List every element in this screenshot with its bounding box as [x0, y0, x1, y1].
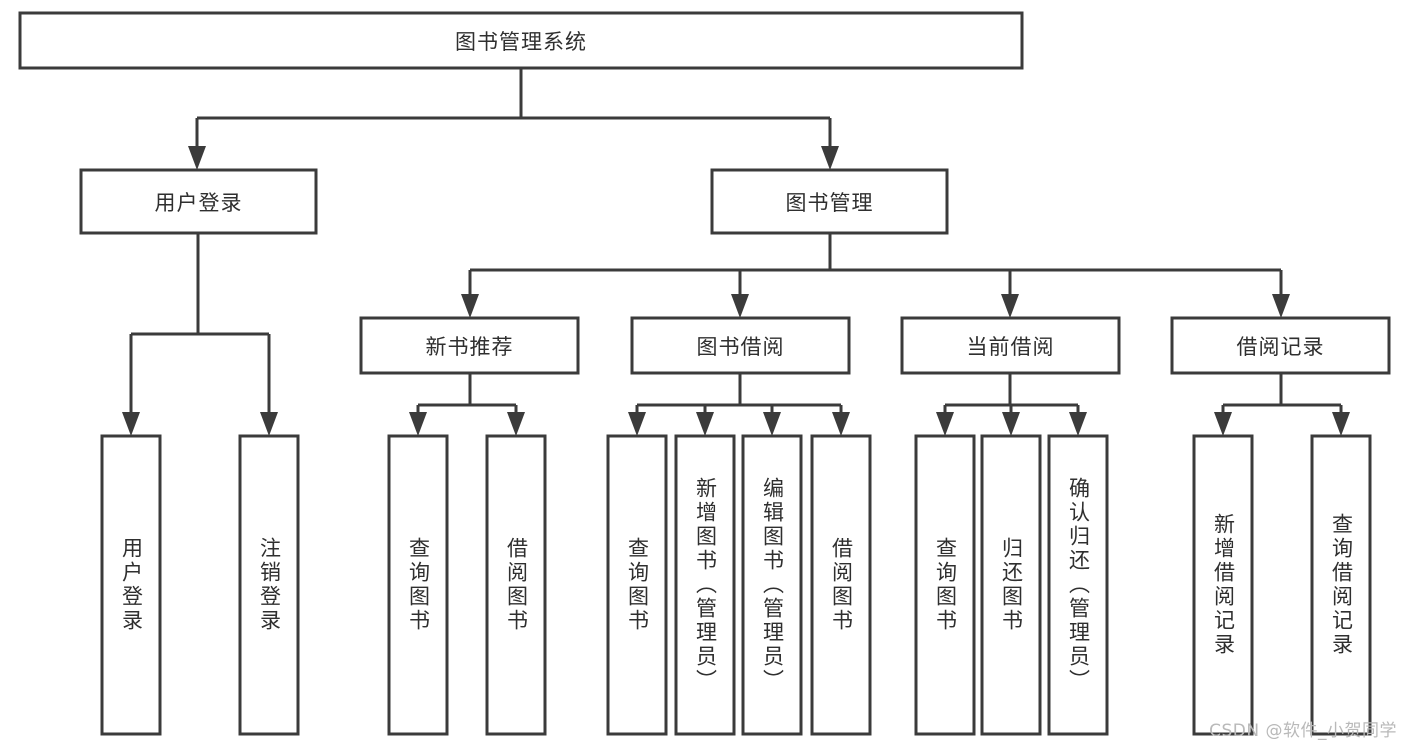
node-box-leaf-user-login[interactable]	[100, 434, 162, 736]
node-box-leaf-borrow-book-a[interactable]	[485, 434, 547, 736]
arrow-head-new-book	[461, 294, 479, 318]
node-box-leaf-add-record[interactable]	[1192, 434, 1254, 736]
arrow-head-borrow-record	[1272, 294, 1290, 318]
arrow-head-leaf-borrow-book-b	[832, 412, 850, 436]
node-box-book-borrow[interactable]	[630, 316, 851, 375]
connector-current-borrow-to-leaves	[936, 373, 1087, 436]
connector-root-to-level2	[188, 68, 839, 170]
arrow-head-leaf-return-book	[1002, 412, 1020, 436]
connector-book-manage-to-level3	[461, 233, 1290, 318]
arrow-head-leaf-borrow-book-a	[507, 412, 525, 436]
arrow-head-book-manage	[821, 146, 839, 170]
node-box-leaf-add-book[interactable]	[674, 434, 736, 736]
arrow-head-current-borrow	[1001, 294, 1019, 318]
connector-borrow-record-to-leaves	[1214, 373, 1350, 436]
arrow-head-leaf-query-book-c	[936, 412, 954, 436]
node-box-leaf-edit-book[interactable]	[741, 434, 803, 736]
arrow-head-leaf-query-record	[1332, 412, 1350, 436]
connector-book-borrow-to-leaves	[628, 373, 850, 436]
node-box-user-login[interactable]	[79, 168, 318, 235]
arrow-head-leaf-logout	[260, 412, 278, 436]
node-box-leaf-query-book-c[interactable]	[914, 434, 976, 736]
arrow-head-user-login	[188, 146, 206, 170]
arrow-head-leaf-confirm-return	[1069, 412, 1087, 436]
node-box-leaf-logout[interactable]	[238, 434, 300, 736]
arrow-head-leaf-query-book-b	[628, 412, 646, 436]
node-box-book-manage[interactable]	[710, 168, 949, 235]
node-box-leaf-query-book-b[interactable]	[606, 434, 668, 736]
connector-new-book-to-leaves	[409, 373, 525, 436]
node-box-leaf-confirm-return[interactable]	[1047, 434, 1109, 736]
arrow-head-leaf-add-record	[1214, 412, 1232, 436]
node-box-current-borrow[interactable]	[900, 316, 1121, 375]
node-box-leaf-query-book-a[interactable]	[387, 434, 449, 736]
arrow-head-leaf-query-book-a	[409, 412, 427, 436]
arrow-head-book-borrow	[731, 294, 749, 318]
arrow-head-leaf-add-book	[696, 412, 714, 436]
arrow-head-leaf-user-login	[122, 412, 140, 436]
node-box-leaf-borrow-book-b[interactable]	[810, 434, 872, 736]
node-box-root[interactable]	[18, 11, 1024, 70]
node-box-leaf-return-book[interactable]	[980, 434, 1042, 736]
node-box-leaf-query-record[interactable]	[1310, 434, 1372, 736]
connector-user-login-to-leaves	[122, 233, 278, 436]
arrow-head-leaf-edit-book	[763, 412, 781, 436]
node-box-borrow-record[interactable]	[1170, 316, 1391, 375]
node-box-new-book-recommend[interactable]	[359, 316, 580, 375]
